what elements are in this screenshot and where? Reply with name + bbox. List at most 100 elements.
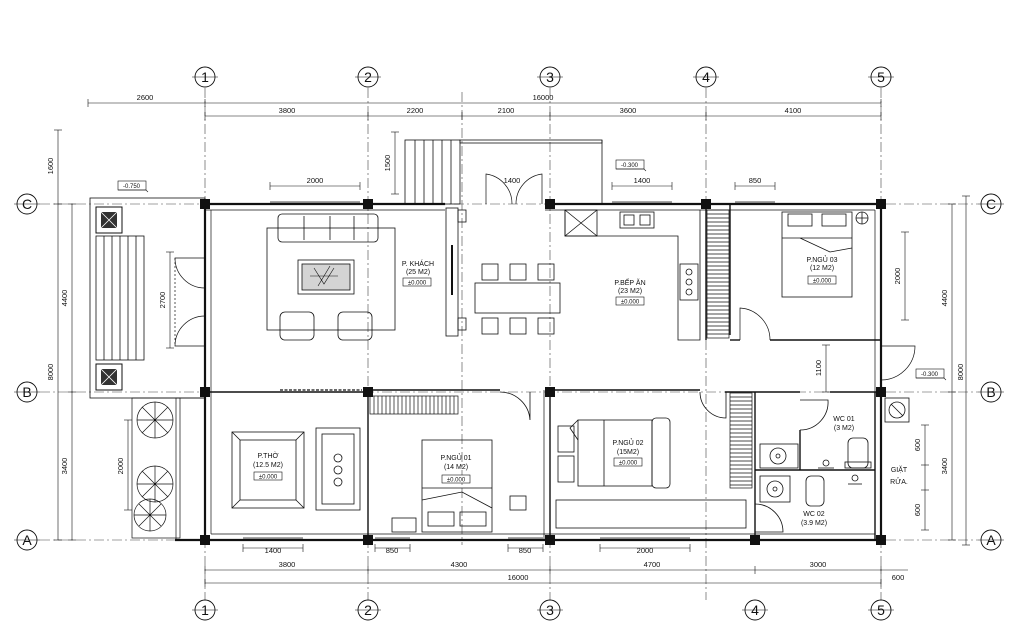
dimension-lines	[54, 99, 970, 587]
room-label-bepan: P.BẾP ĂN (23 M2) ±0.000	[614, 277, 645, 306]
dim-bottom-1: 3800	[279, 560, 296, 569]
grid-bubble-bottom-3: 3	[537, 599, 563, 621]
svg-text:±0.000: ±0.000	[408, 281, 427, 287]
dim-bottom-right: 600	[892, 573, 905, 582]
dining-table	[474, 263, 561, 335]
interior-walls	[205, 204, 881, 540]
interior-stair-1	[706, 209, 730, 339]
level-porch: -0.750	[117, 180, 149, 193]
front-porch	[89, 197, 206, 399]
dim-left-top: 1600	[46, 158, 55, 175]
svg-text:(14 M2): (14 M2)	[444, 464, 468, 471]
grid-bubble-right-a: A	[978, 529, 1004, 551]
svg-text:±0.000: ±0.000	[447, 478, 466, 484]
dim-top-5: 4100	[785, 106, 802, 115]
svg-text:C: C	[22, 196, 32, 212]
svg-text:RỬA.: RỬA.	[890, 477, 908, 486]
door-side	[880, 345, 916, 381]
svg-text:P.NGỦ 02: P.NGỦ 02	[613, 438, 644, 447]
room-label-wc02: WC 02 (3.9 M2)	[801, 511, 827, 527]
svg-text:(12.5 M2): (12.5 M2)	[253, 462, 283, 469]
room-label-ngu01: P.NGỦ 01 (14 M2) ±0.000	[441, 453, 472, 484]
dim-right-total: 8000	[956, 364, 965, 381]
dim-left-c-b: 4400	[60, 290, 69, 307]
bed-ngu03	[781, 211, 869, 298]
dim-right-inner-1: 2000	[893, 268, 902, 285]
dim-top-total: 16000	[533, 93, 554, 102]
svg-text:3: 3	[546, 69, 554, 85]
door-ngu03	[739, 307, 771, 341]
structural-columns	[200, 199, 886, 545]
interior-stair-3	[369, 395, 459, 415]
grid-bubble-left-c: C	[14, 193, 40, 215]
svg-text:-0.300: -0.300	[921, 372, 939, 378]
grid-bubble-bottom-1: 1	[192, 599, 218, 621]
dim-right-inner-2: 1100	[814, 360, 823, 376]
svg-text:5: 5	[877, 69, 885, 85]
grid-bubble-top-5: 5	[868, 66, 894, 88]
grid-bubble-left-b: B	[14, 381, 40, 403]
plant-3	[133, 498, 167, 532]
grid-bubble-left-a: A	[14, 529, 40, 551]
wc02-fixtures	[754, 474, 862, 533]
svg-text:P.THỜ: P.THỜ	[257, 451, 278, 460]
grid-bubble-top-4: 4	[693, 66, 719, 88]
svg-text:2: 2	[364, 69, 372, 85]
svg-text:P.BẾP ĂN: P.BẾP ĂN	[614, 277, 645, 287]
svg-text:(12 M2): (12 M2)	[810, 265, 834, 272]
svg-text:A: A	[22, 532, 32, 548]
svg-text:A: A	[986, 532, 996, 548]
svg-text:(25 M2): (25 M2)	[406, 269, 430, 276]
room-label-ngu03: P.NGỦ 03 (12 M2) ±0.000	[807, 255, 838, 285]
svg-text:(3.9 M2): (3.9 M2)	[801, 520, 827, 527]
level-back: -0.300	[615, 159, 647, 172]
dim-bottom-window-ngu01a: 850	[386, 546, 399, 555]
svg-text:3: 3	[546, 602, 554, 618]
dim-top-4: 3600	[620, 106, 637, 115]
plant-1	[136, 401, 174, 439]
bed-ngu02	[555, 391, 747, 529]
svg-text:WC 02: WC 02	[803, 511, 825, 518]
svg-text:B: B	[986, 384, 995, 400]
dim-door-main: 1400	[504, 176, 521, 185]
svg-text:1: 1	[201, 602, 209, 618]
tv-partition	[445, 207, 467, 337]
dim-bottom-total: 16000	[508, 573, 529, 582]
dim-right-c-b: 4400	[940, 290, 949, 307]
dim-bottom-window-tho: 1400	[265, 546, 282, 555]
svg-text:P.NGỦ 01: P.NGỦ 01	[441, 453, 472, 462]
svg-text:(15M2): (15M2)	[617, 449, 639, 456]
room-label-khach: P. KHÁCH (25 M2) ±0.000	[402, 259, 434, 287]
grid-bubble-bottom-4: 4	[742, 599, 768, 621]
porch-doors	[174, 257, 206, 347]
grid-bubble-bottom-5: 5	[868, 599, 894, 621]
svg-text:±0.000: ±0.000	[259, 475, 278, 481]
svg-text:P.NGỦ 03: P.NGỦ 03	[807, 255, 838, 264]
room-label-ngu02: P.NGỦ 02 (15M2) ±0.000	[613, 438, 644, 467]
svg-text:(23 M2): (23 M2)	[618, 288, 642, 295]
svg-text:4: 4	[751, 602, 759, 618]
svg-text:B: B	[22, 384, 31, 400]
interior-stair-2	[729, 392, 753, 489]
level-side: -0.300	[915, 368, 947, 381]
pillar-bottom-left	[95, 363, 123, 391]
dim-left-inner-1: 2700	[158, 292, 167, 309]
dim-bottom-window-ngu01b: 850	[519, 546, 532, 555]
grid-bubble-top-2: 2	[355, 66, 381, 88]
svg-text:GIẶT: GIẶT	[891, 465, 908, 474]
pillar-top-left	[95, 206, 123, 234]
svg-text:(3 M2): (3 M2)	[834, 425, 854, 432]
bed-ngu01	[391, 391, 531, 533]
dim-bottom-2: 4300	[451, 560, 468, 569]
dim-left-inner-2: 2000	[116, 458, 125, 475]
room-label-tho: P.THỜ (12.5 M2) ±0.000	[253, 451, 283, 481]
grid-bubble-bottom-2: 2	[355, 599, 381, 621]
kitchen-counter	[564, 209, 701, 341]
svg-text:±0.000: ±0.000	[621, 300, 640, 306]
grid-bubble-right-c: C	[978, 193, 1004, 215]
svg-text:±0.000: ±0.000	[813, 279, 832, 285]
dim-stair: 1500	[383, 155, 392, 172]
grid-bubble-top-1: 1	[192, 66, 218, 88]
dim-right-inner-4: 600	[913, 504, 922, 517]
